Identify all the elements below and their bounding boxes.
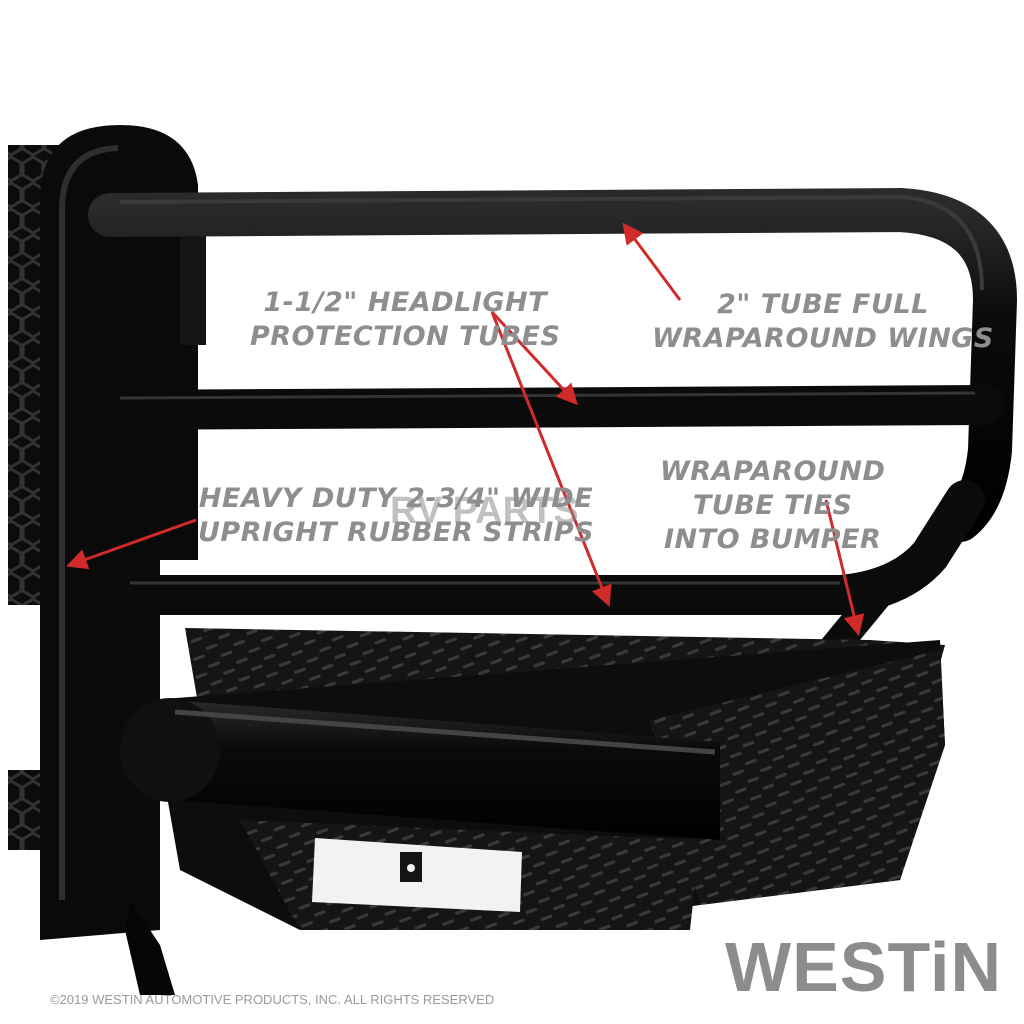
callout-line: INTO BUMPER xyxy=(664,524,882,555)
annotation-arrows xyxy=(66,222,865,637)
watermark: RV PARTS xyxy=(390,490,579,532)
arrow-rubber-strips xyxy=(66,518,197,570)
callout-rubber-strips: HEAVY DUTY 2-3/4" WIDE UPRIGHT RUBBER ST… xyxy=(198,482,594,550)
callout-line: PROTECTION TUBES xyxy=(250,321,561,352)
callout-line: 2" TUBE FULL xyxy=(717,289,929,320)
callout-line: UPRIGHT RUBBER STRIPS xyxy=(198,517,595,548)
bumper-opening xyxy=(312,838,522,912)
callout-headlight-tubes: 1-1/2" HEADLIGHT PROTECTION TUBES xyxy=(250,286,560,354)
bumper-round-tube xyxy=(120,698,720,840)
callout-tube-ties: WRAPAROUND TUBE TIES INTO BUMPER xyxy=(660,455,885,557)
callout-line: WRAPAROUND xyxy=(660,456,886,487)
copyright-notice: ©2019 WESTIN AUTOMOTIVE PRODUCTS, INC. A… xyxy=(50,992,495,1007)
callout-wraparound-wings: 2" TUBE FULL WRAPAROUND WINGS xyxy=(652,288,994,356)
tube-highlight xyxy=(119,194,984,291)
arrow-headlight-upper xyxy=(490,310,578,406)
middle-headlight-tube xyxy=(90,385,1005,430)
callout-line: 1-1/2" HEADLIGHT xyxy=(263,287,548,318)
callout-line: WRAPAROUND WINGS xyxy=(652,323,994,354)
callout-line: HEAVY DUTY 2-3/4" WIDE xyxy=(198,483,594,514)
bumper-end-plate xyxy=(650,650,945,905)
arrow-wings xyxy=(622,222,682,301)
arrow-headlight-lower xyxy=(490,311,612,607)
brand-logo: WESTiN xyxy=(725,928,1002,1006)
tube-highlight xyxy=(119,391,976,400)
arrow-tube-ties xyxy=(824,499,865,637)
callout-line: TUBE TIES xyxy=(692,490,853,521)
